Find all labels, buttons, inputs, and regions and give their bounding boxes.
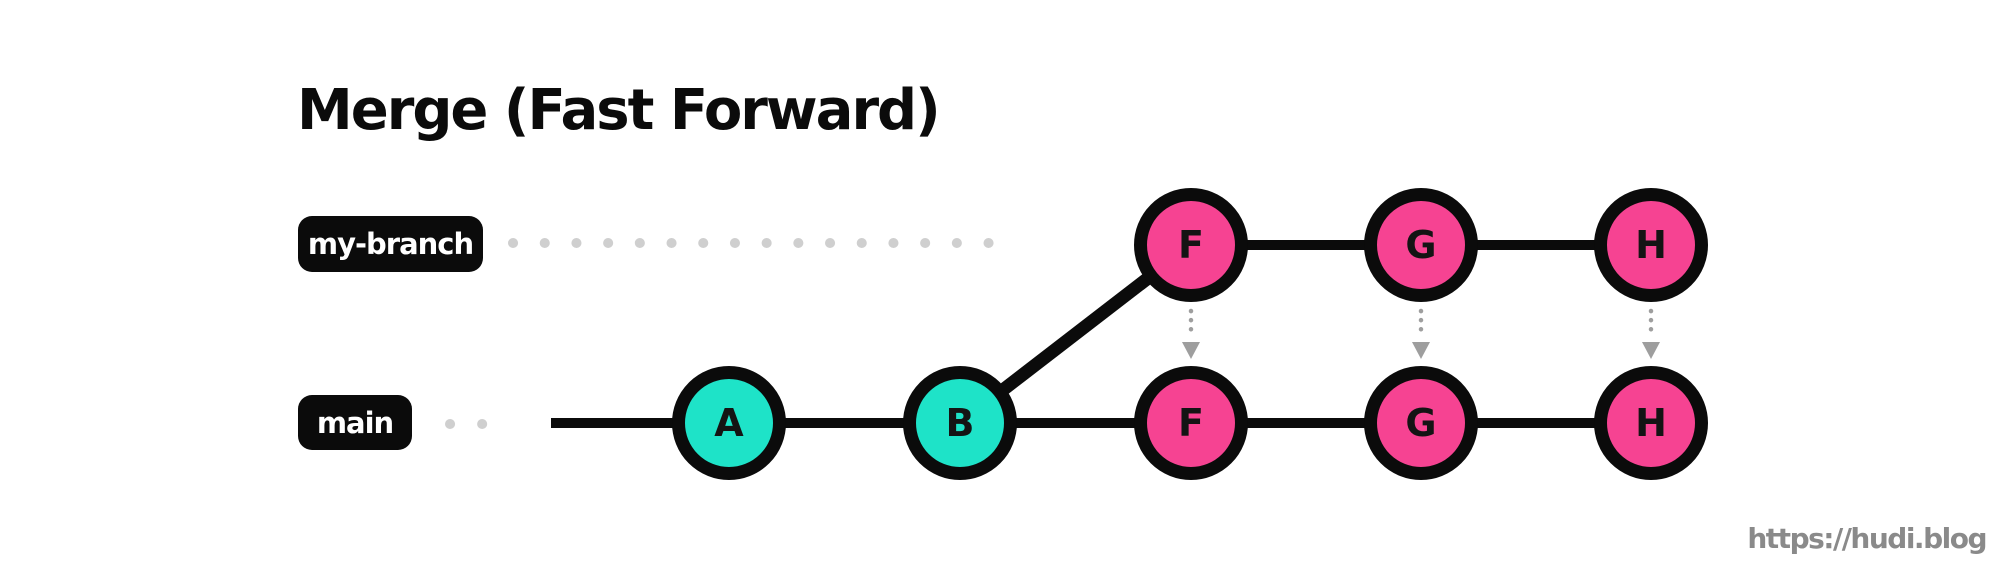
commit-node-main-h: H (1594, 366, 1708, 480)
fast-forward-arrow-h (1642, 308, 1660, 359)
commit-id: G (1405, 401, 1437, 445)
commit-node-my-branch-f: F (1134, 188, 1248, 302)
watermark-url: https://hudi.blog (1747, 522, 1987, 555)
commit-id: H (1635, 223, 1667, 267)
branch-label-my-branch: my-branch (298, 216, 483, 272)
commit-id: F (1178, 223, 1204, 267)
commit-id: F (1178, 401, 1204, 445)
branch-label-main: main (298, 395, 412, 450)
commit-node-main-f: F (1134, 366, 1248, 480)
commit-id: H (1635, 401, 1667, 445)
commit-id: B (945, 401, 975, 445)
fast-forward-arrow-g (1412, 308, 1430, 359)
arrow-head-icon (1182, 342, 1200, 359)
commit-id: A (714, 401, 744, 445)
commit-node-main-g: G (1364, 366, 1478, 480)
commit-node-main-a: A (672, 366, 786, 480)
arrow-head-icon (1412, 342, 1430, 359)
commit-node-my-branch-g: G (1364, 188, 1478, 302)
commit-id: G (1405, 223, 1437, 267)
commit-node-main-b: B (903, 366, 1017, 480)
commit-node-my-branch-h: H (1594, 188, 1708, 302)
fast-forward-arrow-f (1182, 308, 1200, 359)
arrow-head-icon (1642, 342, 1660, 359)
branch-label-text: my-branch (307, 227, 474, 261)
diagram-title: Merge (Fast Forward) (297, 78, 941, 143)
branch-label-text: main (316, 405, 394, 440)
